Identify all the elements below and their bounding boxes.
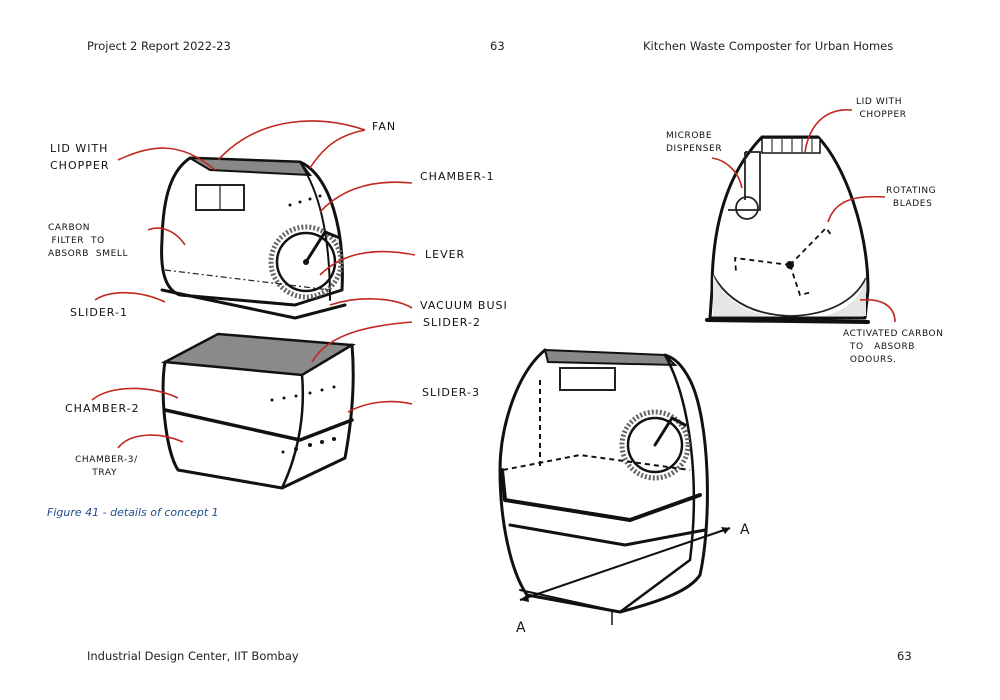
label-rotating-blades: ROTATING BLADES [886,186,937,209]
label-slider-2: SLIDER-2 [423,316,481,329]
section-marker-a-right: A [740,522,751,538]
figure-caption: Figure 41 - details of concept 1 [47,506,219,519]
label-chamber-1: CHAMBER-1 [420,170,495,183]
header-right: Kitchen Waste Composter for Urban Homes [643,39,894,53]
label-microbe-dispenser: MICROBE DISPENSER [666,131,723,154]
label-lever: LEVER [425,248,466,261]
annotation-arrows-left [91,120,416,449]
label-vacuum-busi: VACUUM BUSI [420,299,508,312]
label-carbon-filter: CARBON FILTER TO ABSORB SMELL [48,223,129,259]
lower-unit-sketch [160,332,356,490]
label-slider-3: SLIDER-3 [422,386,480,399]
footer-left: Industrial Design Center, IIT Bombay [87,649,299,663]
footer-page-number: 63 [897,649,912,663]
label-activated-carbon: ACTIVATED CARBON TO ABSORB ODOURS. [843,329,944,365]
section-view-sketch [705,135,870,324]
label-slider-1: SLIDER-1 [70,306,128,319]
label-chamber-2: CHAMBER-2 [65,402,140,415]
label-lid-with-chopper: LID WITH CHOPPER [50,142,110,172]
label-chamber-3-tray: CHAMBER-3/ TRAY [75,455,138,478]
assembled-unit-sketch [498,348,731,625]
label-section-lid: LID WITH CHOPPER [856,97,907,120]
label-fan: FAN [372,120,397,133]
header-page-number: 63 [490,39,505,53]
annotation-arrows-section [711,109,896,323]
header-left: Project 2 Report 2022-23 [87,39,231,53]
upper-unit-sketch [160,156,347,320]
section-marker-a-left: A [516,620,527,636]
